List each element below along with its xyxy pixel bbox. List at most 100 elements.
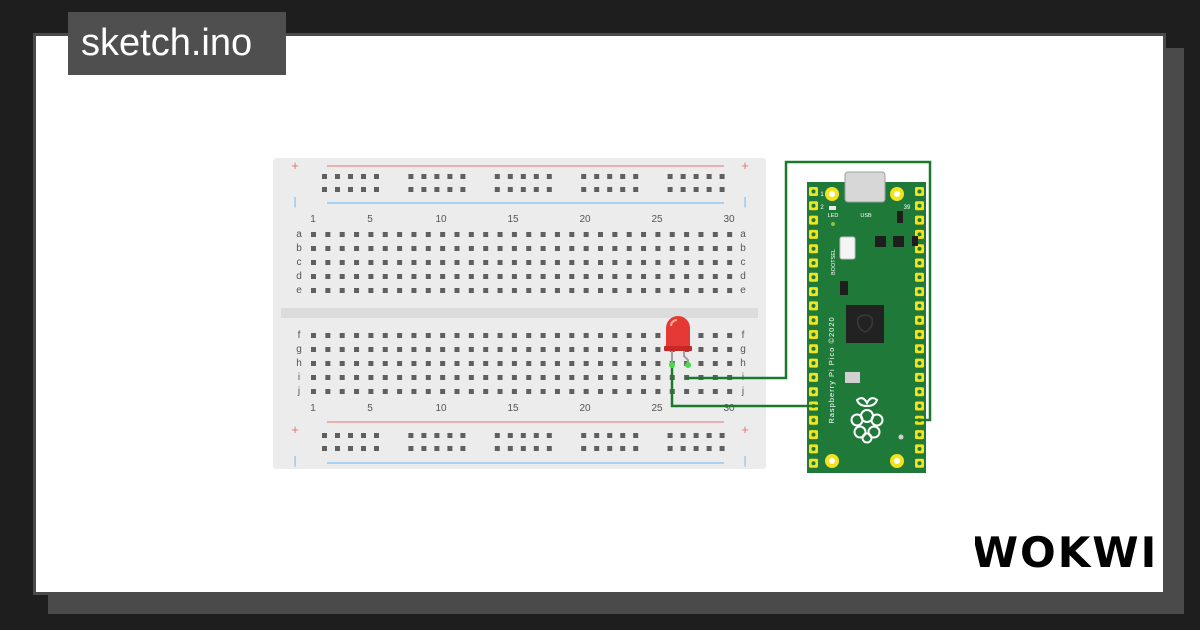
rail-hole[interactable] bbox=[546, 174, 552, 179]
breadboard-hole[interactable] bbox=[454, 246, 460, 251]
breadboard-hole[interactable] bbox=[440, 246, 446, 251]
breadboard-hole[interactable] bbox=[411, 361, 417, 366]
breadboard-hole[interactable] bbox=[612, 274, 618, 279]
breadboard-hole[interactable] bbox=[526, 232, 532, 237]
rail-hole[interactable] bbox=[680, 174, 686, 179]
rail-hole[interactable] bbox=[520, 174, 526, 179]
breadboard-hole[interactable] bbox=[626, 274, 632, 279]
breadboard-hole[interactable] bbox=[583, 389, 589, 394]
breadboard-hole[interactable] bbox=[468, 375, 474, 380]
breadboard-hole[interactable] bbox=[325, 232, 331, 237]
breadboard-hole[interactable] bbox=[425, 246, 431, 251]
breadboard-hole[interactable] bbox=[540, 274, 546, 279]
breadboard-hole[interactable] bbox=[382, 246, 388, 251]
breadboard-hole[interactable] bbox=[397, 246, 403, 251]
breadboard-hole[interactable] bbox=[483, 246, 489, 251]
breadboard-hole[interactable] bbox=[569, 375, 575, 380]
breadboard-hole[interactable] bbox=[540, 232, 546, 237]
breadboard-hole[interactable] bbox=[727, 232, 733, 237]
breadboard-hole[interactable] bbox=[397, 389, 403, 394]
breadboard-hole[interactable] bbox=[411, 347, 417, 352]
breadboard-hole[interactable] bbox=[612, 333, 618, 338]
breadboard-hole[interactable] bbox=[626, 375, 632, 380]
breadboard-hole[interactable] bbox=[311, 347, 316, 352]
breadboard-hole[interactable] bbox=[526, 274, 532, 279]
breadboard-hole[interactable] bbox=[411, 274, 417, 279]
rail-hole[interactable] bbox=[460, 187, 466, 192]
rail-hole[interactable] bbox=[706, 446, 712, 451]
breadboard-hole[interactable] bbox=[497, 246, 503, 251]
breadboard-hole[interactable] bbox=[641, 232, 647, 237]
breadboard-hole[interactable] bbox=[626, 260, 632, 265]
breadboard-hole[interactable] bbox=[612, 361, 618, 366]
breadboard-hole[interactable] bbox=[511, 333, 517, 338]
rail-hole[interactable] bbox=[719, 174, 725, 179]
breadboard-hole[interactable] bbox=[354, 232, 360, 237]
breadboard-hole[interactable] bbox=[698, 288, 704, 293]
breadboard-hole[interactable] bbox=[440, 333, 446, 338]
rail-hole[interactable] bbox=[408, 187, 414, 192]
breadboard-hole[interactable] bbox=[454, 260, 460, 265]
breadboard-hole[interactable] bbox=[641, 361, 647, 366]
rail-hole[interactable] bbox=[460, 174, 466, 179]
breadboard-hole[interactable] bbox=[425, 333, 431, 338]
breadboard-hole[interactable] bbox=[354, 375, 360, 380]
rail-hole[interactable] bbox=[434, 187, 440, 192]
rail-hole[interactable] bbox=[421, 187, 427, 192]
breadboard-hole[interactable] bbox=[354, 333, 360, 338]
breadboard-hole[interactable] bbox=[311, 246, 316, 251]
breadboard-hole[interactable] bbox=[554, 375, 560, 380]
breadboard-hole[interactable] bbox=[727, 333, 733, 338]
breadboard-hole[interactable] bbox=[454, 288, 460, 293]
breadboard-hole[interactable] bbox=[468, 232, 474, 237]
breadboard-hole[interactable] bbox=[483, 361, 489, 366]
breadboard-hole[interactable] bbox=[641, 347, 647, 352]
breadboard-hole[interactable] bbox=[397, 274, 403, 279]
breadboard-hole[interactable] bbox=[612, 288, 618, 293]
breadboard-hole[interactable] bbox=[311, 389, 316, 394]
breadboard-hole[interactable] bbox=[598, 361, 603, 366]
breadboard-hole[interactable] bbox=[440, 288, 446, 293]
breadboard-hole[interactable] bbox=[655, 361, 661, 366]
rail-hole[interactable] bbox=[408, 174, 414, 179]
breadboard-hole[interactable] bbox=[626, 389, 632, 394]
breadboard-hole[interactable] bbox=[354, 274, 360, 279]
rail-hole[interactable] bbox=[719, 446, 725, 451]
breadboard-hole[interactable] bbox=[598, 274, 603, 279]
rail-hole[interactable] bbox=[667, 446, 673, 451]
breadboard-hole[interactable] bbox=[598, 232, 603, 237]
rail-hole[interactable] bbox=[434, 446, 440, 451]
breadboard-hole[interactable] bbox=[684, 260, 690, 265]
breadboard-hole[interactable] bbox=[569, 361, 575, 366]
breadboard-hole[interactable] bbox=[368, 260, 374, 265]
breadboard-hole[interactable] bbox=[425, 375, 431, 380]
rail-hole[interactable] bbox=[620, 174, 626, 179]
breadboard-hole[interactable] bbox=[554, 232, 560, 237]
breadboard-hole[interactable] bbox=[354, 246, 360, 251]
breadboard-hole[interactable] bbox=[425, 260, 431, 265]
breadboard-hole[interactable] bbox=[712, 260, 718, 265]
breadboard-hole[interactable] bbox=[684, 274, 690, 279]
breadboard-hole[interactable] bbox=[411, 333, 417, 338]
wire-gp-to-led[interactable] bbox=[686, 160, 932, 422]
breadboard-hole[interactable] bbox=[511, 274, 517, 279]
breadboard-hole[interactable] bbox=[311, 361, 316, 366]
rail-hole[interactable] bbox=[693, 187, 699, 192]
breadboard-hole[interactable] bbox=[454, 333, 460, 338]
breadboard-hole[interactable] bbox=[454, 375, 460, 380]
breadboard-hole[interactable] bbox=[354, 260, 360, 265]
breadboard-hole[interactable] bbox=[554, 361, 560, 366]
breadboard-hole[interactable] bbox=[511, 232, 517, 237]
breadboard[interactable]: + + | | + + | | 1 5 10 15 20 25 30 1 5 1… bbox=[273, 158, 766, 469]
breadboard-hole[interactable] bbox=[511, 347, 517, 352]
breadboard-hole[interactable] bbox=[354, 347, 360, 352]
rail-hole[interactable] bbox=[520, 433, 526, 438]
breadboard-hole[interactable] bbox=[368, 333, 374, 338]
rail-hole[interactable] bbox=[667, 187, 673, 192]
breadboard-hole[interactable] bbox=[626, 288, 632, 293]
breadboard-hole[interactable] bbox=[483, 347, 489, 352]
breadboard-hole[interactable] bbox=[339, 288, 345, 293]
breadboard-hole[interactable] bbox=[583, 232, 589, 237]
rail-hole[interactable] bbox=[581, 446, 587, 451]
rail-hole[interactable] bbox=[546, 446, 552, 451]
